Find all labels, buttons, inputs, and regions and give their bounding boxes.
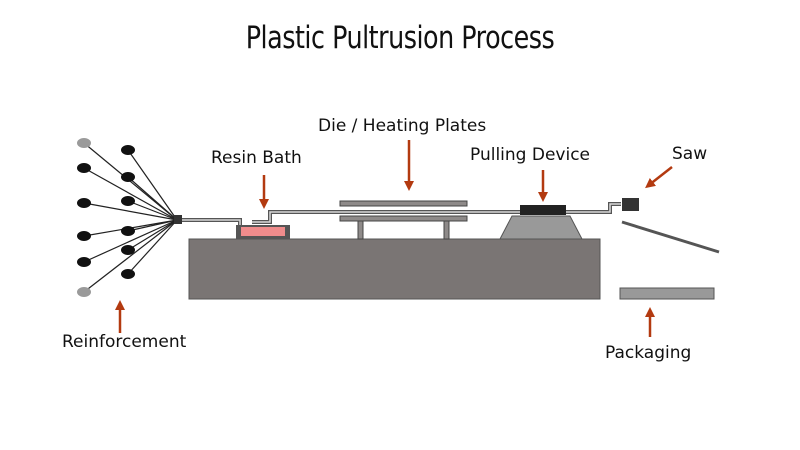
fiber-spool [77, 198, 91, 208]
fiber-spool [77, 287, 91, 297]
pulling-device-unit [499, 205, 583, 240]
machine-base [188, 238, 601, 300]
label-pulling-device: Pulling Device [470, 145, 591, 165]
label-saw: Saw [672, 144, 708, 164]
fiber-spool [121, 196, 135, 206]
die-heating-plates [339, 200, 468, 240]
fiber-spool [121, 245, 135, 255]
fiber-spool [77, 163, 91, 173]
label-reinforcement: Reinforcement [62, 332, 187, 352]
label-die-heating-plates: Die / Heating Plates [318, 116, 487, 136]
fiber-spool [121, 172, 135, 182]
fiber-spool [121, 226, 135, 236]
fiber-spool [77, 257, 91, 267]
fiber-spool [121, 269, 135, 279]
fiber-spool [121, 145, 135, 155]
label-packaging: Packaging [605, 343, 692, 363]
packaging-tray [619, 287, 715, 300]
saw-blade [622, 198, 639, 211]
reinforcement-fibers [83, 142, 178, 293]
cut-profile [621, 220, 720, 254]
fiber-spool [77, 231, 91, 241]
label-resin-bath: Resin Bath [211, 148, 302, 168]
fiber-guide [174, 215, 182, 224]
saw-arrow [645, 166, 673, 189]
fiber-spool [77, 138, 91, 148]
fiber-spools [77, 138, 135, 297]
diagram-title: Plastic Pultrusion Process [245, 20, 555, 56]
resin-bath-tank [236, 225, 290, 239]
